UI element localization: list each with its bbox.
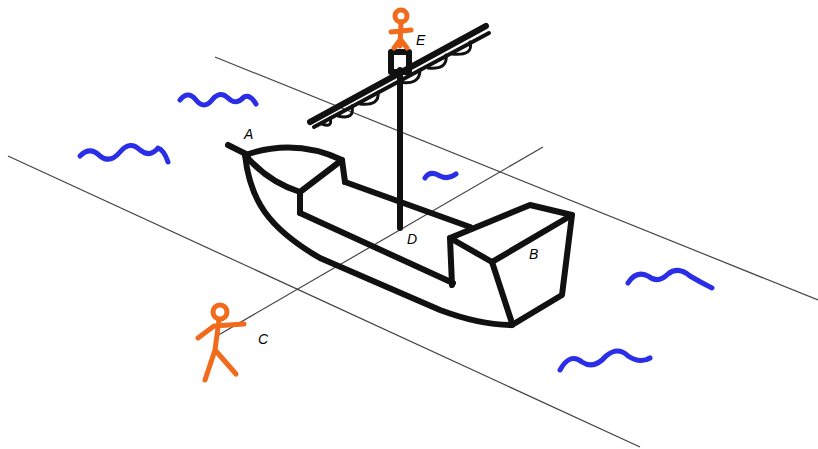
point-label: E: [416, 32, 425, 48]
point-label: D: [407, 231, 417, 247]
stern-edge: [450, 238, 452, 285]
hull-edge: [342, 160, 345, 182]
point-label: B: [529, 246, 538, 262]
wave: [425, 173, 456, 178]
river-bank: [215, 57, 818, 300]
point-label: C: [258, 331, 268, 347]
hull-edge: [297, 192, 303, 213]
boat: [228, 26, 572, 325]
stern-edge: [512, 215, 572, 325]
sight-line: [215, 147, 543, 337]
hull-gunwale: [300, 213, 453, 283]
person-body: [198, 320, 244, 380]
waves: [80, 94, 712, 370]
person: [198, 305, 244, 380]
river-bank: [8, 156, 640, 447]
stern-top: [450, 205, 572, 262]
mast: [397, 70, 403, 228]
person-head: [213, 305, 227, 319]
bow-deck: [245, 148, 342, 192]
wave: [180, 94, 256, 105]
stern-edge: [492, 262, 512, 323]
point-label: A: [244, 126, 253, 142]
wave: [80, 145, 168, 162]
sail: [322, 42, 471, 125]
person: [391, 10, 411, 48]
wave: [628, 270, 712, 288]
hull-gunwale: [345, 182, 470, 227]
wave: [560, 351, 650, 370]
hull-bottom: [245, 155, 512, 325]
person-body: [391, 22, 411, 48]
river-lines: [8, 57, 818, 447]
